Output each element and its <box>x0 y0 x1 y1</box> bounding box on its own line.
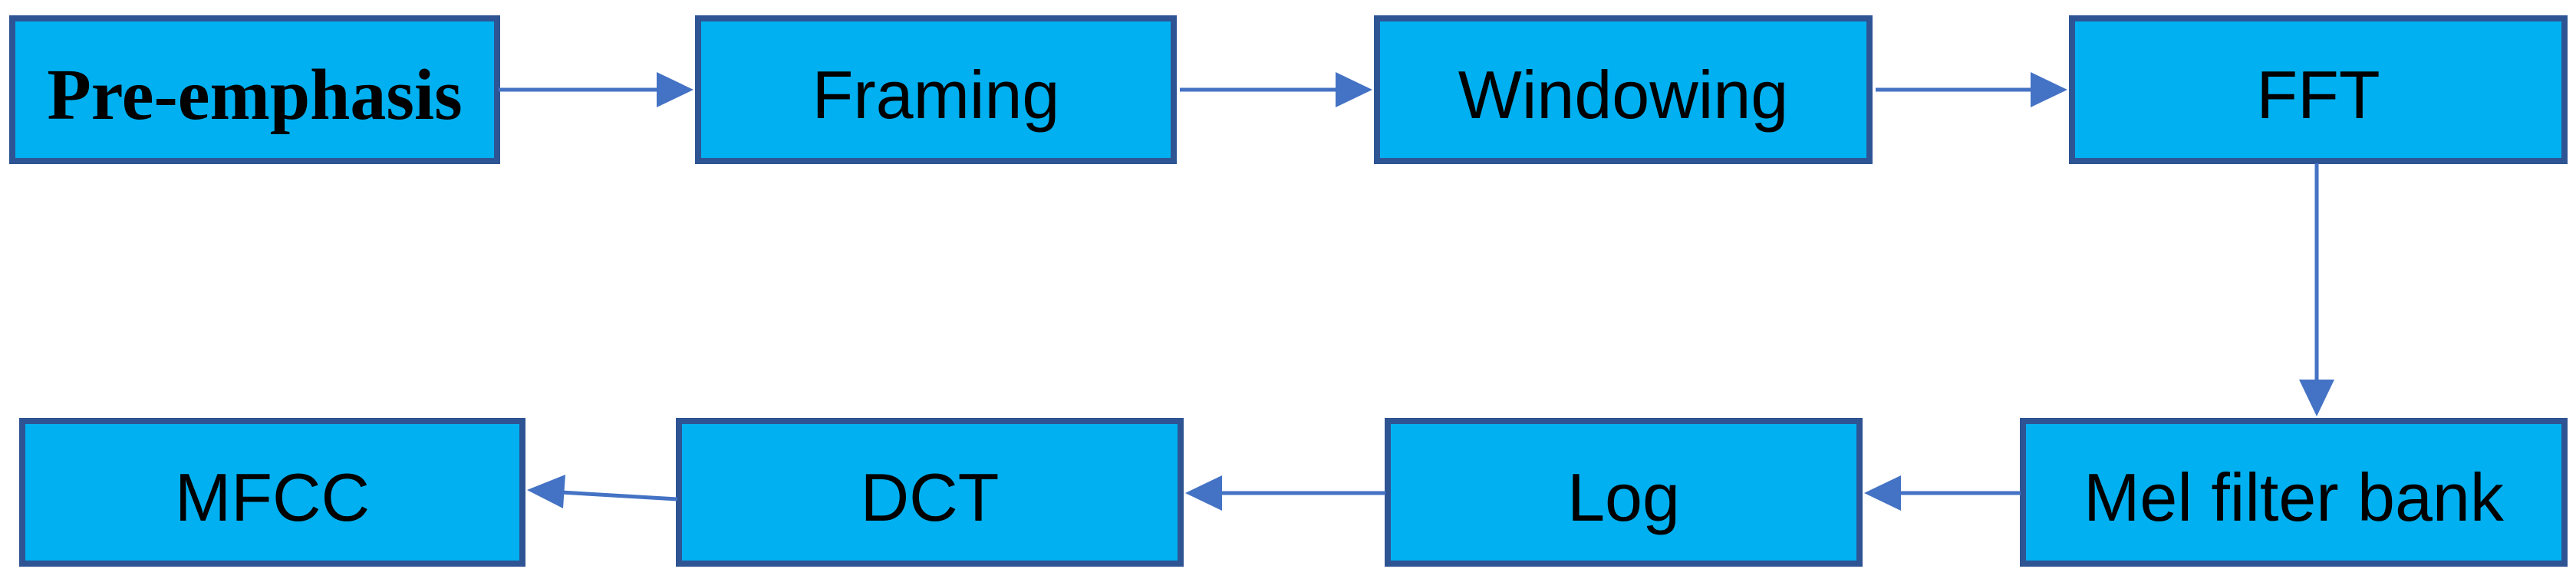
box-dct: DCT <box>676 418 1184 567</box>
box-label-windowing: Windowing <box>1458 57 1789 133</box>
arrow-mel-filter-bank-to-log-icon <box>1864 475 2021 511</box>
box-mfcc: MFCC <box>19 418 525 567</box>
box-mel-filter-bank: Mel filter bank <box>2020 418 2568 567</box>
arrow-framing-to-windowing-icon <box>1180 72 1372 107</box>
arrow-fft-to-mel-filter-bank-icon <box>2299 163 2334 416</box>
box-label-fft: FFT <box>2256 57 2380 133</box>
box-label-mfcc: MFCC <box>174 459 371 535</box>
arrow-dct-to-mfcc-icon <box>527 475 678 508</box>
arrow-pre-emphasis-to-framing-icon <box>499 72 693 107</box>
box-log: Log <box>1385 418 1863 567</box>
box-framing: Framing <box>695 15 1177 164</box>
box-label-pre-emphasis: Pre-emphasis <box>47 55 463 135</box>
box-fft: FFT <box>2069 15 2568 164</box>
box-label-log: Log <box>1567 459 1680 535</box>
box-windowing: Windowing <box>1374 15 1873 164</box>
arrow-windowing-to-fft-icon <box>1876 72 2067 107</box>
box-label-dct: DCT <box>860 459 1000 535</box>
box-label-mel-filter-bank: Mel filter bank <box>2084 459 2504 535</box>
box-pre-emphasis: Pre-emphasis <box>9 15 500 164</box>
arrow-log-to-dct-icon <box>1185 475 1385 511</box>
box-label-framing: Framing <box>812 57 1060 133</box>
